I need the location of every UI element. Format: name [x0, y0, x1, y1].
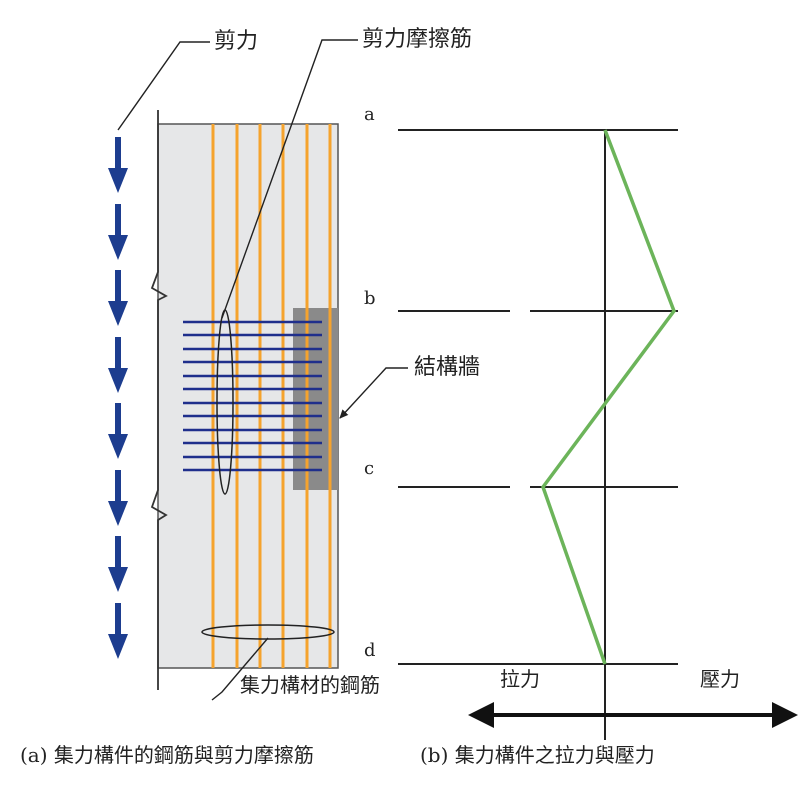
shear-force-arrows [108, 137, 128, 659]
slab-edge-break-line [150, 110, 168, 690]
caption-b: (b) 集力構件之拉力與壓力 [420, 743, 655, 767]
shear-force-arrow-icon [108, 337, 128, 393]
shear-force-arrow-icon [108, 403, 128, 459]
tension-compression-arrow [468, 702, 798, 728]
arrow-left-icon [468, 702, 494, 728]
shear-friction-rebar-leader [221, 39, 358, 319]
level-label-a: a [364, 104, 375, 125]
compression-label: 壓力 [700, 667, 740, 691]
arrow-right-icon [772, 702, 798, 728]
level-label-c: c [364, 458, 374, 479]
shear-force-arrow-icon [108, 536, 128, 592]
shear-force-arrow-icon [108, 470, 128, 526]
shear-friction-rebar-label: 剪力摩擦筋 [362, 27, 472, 52]
caption-a: (a) 集力構件的鋼筋與剪力摩擦筋 [20, 743, 314, 767]
shear-force-arrow-icon [108, 603, 128, 659]
collector-rebar-label: 集力構材的鋼筋 [240, 673, 380, 697]
collector-rebars [211, 124, 332, 668]
shear-force-arrow-icon [108, 204, 128, 260]
collector-rebar-leader [211, 637, 269, 701]
level-label-b: b [364, 288, 376, 309]
shear-force-arrow-icon [108, 137, 128, 193]
tension-label: 拉力 [500, 667, 540, 691]
shear-force-leader [117, 41, 210, 131]
shear-force-arrow-icon [108, 270, 128, 326]
shear-friction-rebars [183, 320, 322, 472]
structural-wall-leader [339, 367, 408, 419]
structural-wall-label: 結構牆 [414, 355, 480, 380]
collector-force-line [541, 129, 676, 665]
shear-force-label: 剪力 [214, 29, 258, 54]
level-label-d: d [364, 640, 376, 661]
